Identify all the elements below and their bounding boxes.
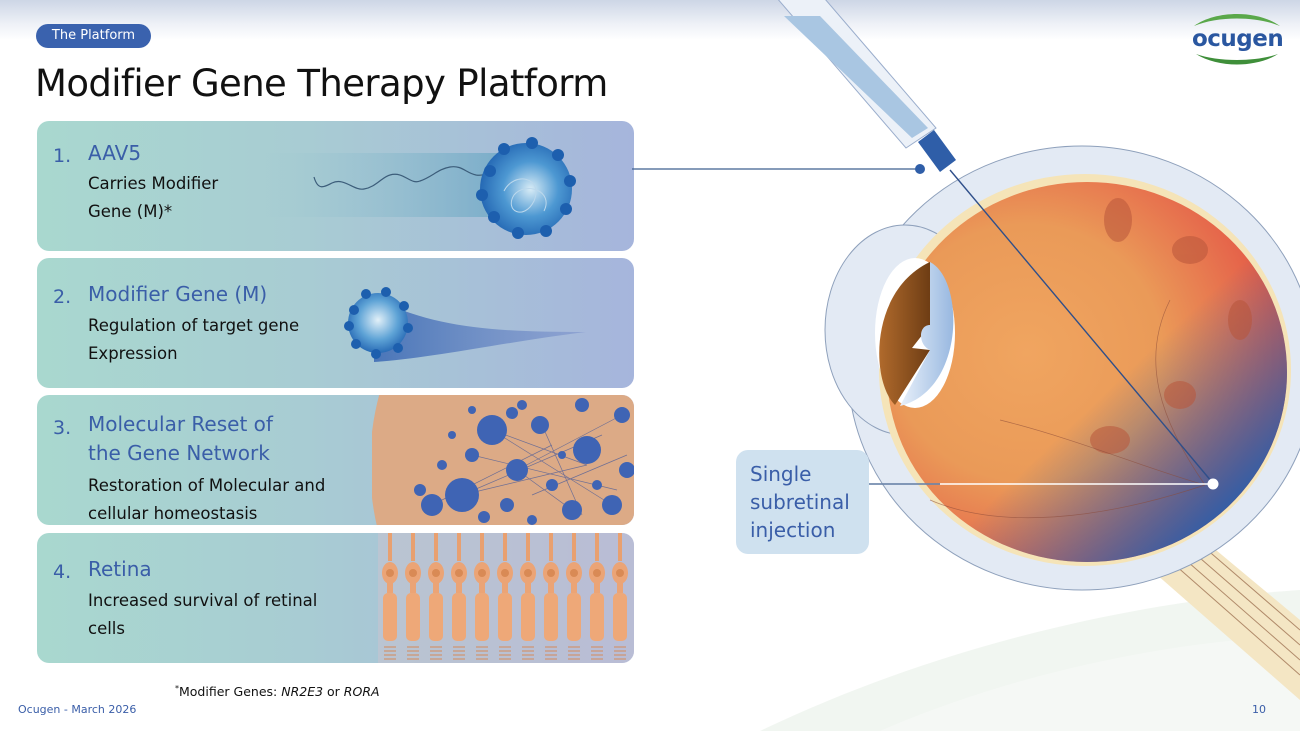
step-description-line: Carries Modifier bbox=[88, 174, 219, 193]
retinal-lesions bbox=[1090, 198, 1252, 454]
photoreceptor-cell bbox=[451, 533, 467, 660]
section-label-pill: The Platform bbox=[36, 24, 151, 48]
step-description-line: Regulation of target gene bbox=[88, 316, 300, 335]
callout-line: Single bbox=[750, 462, 812, 486]
callout-line: injection bbox=[750, 518, 836, 542]
photoreceptor-cell bbox=[382, 533, 398, 660]
lens bbox=[900, 262, 954, 406]
step-title: Retina bbox=[88, 557, 152, 581]
logo-swoosh-icon bbox=[1194, 14, 1280, 65]
page-number: 10 bbox=[1252, 703, 1266, 716]
step-number: 4. bbox=[53, 561, 72, 583]
step-title: Modifier Gene (M) bbox=[88, 282, 268, 306]
photoreceptor-cell bbox=[589, 533, 605, 660]
photoreceptor-cell bbox=[405, 533, 421, 660]
gene-name: NR2E3 bbox=[281, 684, 324, 700]
injection-callout: Single subretinal injection bbox=[736, 450, 869, 554]
footnote: *Modifier Genes: NR2E3 or RORA bbox=[175, 684, 380, 699]
step-description-line: Gene (M)* bbox=[88, 202, 173, 221]
ocugen-logo: ocugen bbox=[1186, 12, 1286, 68]
photoreceptor-cells-illustration bbox=[378, 533, 634, 663]
step-description-line: Expression bbox=[88, 344, 178, 363]
retina-blue-region bbox=[887, 182, 1287, 562]
gene-name: RORA bbox=[343, 684, 380, 700]
step-description-line: Restoration of Molecular and bbox=[88, 476, 326, 495]
step-number: 1. bbox=[53, 145, 72, 167]
photoreceptor-cell bbox=[566, 533, 582, 660]
photoreceptor-cell bbox=[428, 533, 444, 660]
photoreceptor-cell bbox=[497, 533, 513, 660]
step-card-gene-network: 3. Molecular Reset of the Gene Network R… bbox=[37, 395, 634, 525]
photoreceptor-cell bbox=[520, 533, 536, 660]
photoreceptor-cell bbox=[543, 533, 559, 660]
footnote-marker: * bbox=[175, 684, 179, 693]
capsid-icon bbox=[476, 137, 576, 239]
footnote-prefix: Modifier Genes: bbox=[179, 684, 282, 700]
step-title-line-2: the Gene Network bbox=[88, 441, 270, 465]
step-description-line: Increased survival of retinal bbox=[88, 591, 318, 610]
injection-site-dot bbox=[1207, 478, 1219, 490]
step-description-line: cellular homeostasis bbox=[88, 504, 258, 523]
aav5-capsid-illustration bbox=[254, 137, 576, 239]
step-card-modifier-gene: 2. Modifier Gene (M) Regulation of targe… bbox=[37, 258, 634, 388]
callout-line: subretinal bbox=[750, 490, 850, 514]
retinal-vessels bbox=[929, 299, 1206, 519]
step-card-retina: 4. Retina Increased survival of retinal … bbox=[37, 533, 634, 663]
photoreceptor-cell bbox=[474, 533, 490, 660]
capsid-icon bbox=[344, 287, 413, 359]
gene-network-illustration bbox=[372, 395, 634, 525]
iris bbox=[879, 262, 930, 405]
step-title: Molecular Reset of bbox=[88, 412, 273, 436]
modifier-gene-illustration bbox=[344, 287, 586, 362]
step-title: AAV5 bbox=[88, 141, 142, 165]
syringe-icon bbox=[777, 0, 1213, 483]
connector-dot bbox=[915, 164, 925, 174]
top-gradient-band bbox=[0, 0, 1300, 40]
step-description-line: cells bbox=[88, 619, 125, 638]
footnote-joiner: or bbox=[323, 684, 344, 700]
page-title: Modifier Gene Therapy Platform bbox=[35, 62, 608, 105]
step-number: 2. bbox=[53, 286, 72, 308]
step-number: 3. bbox=[53, 417, 72, 439]
photoreceptor-cell bbox=[612, 533, 628, 660]
footer-date: Ocugen - March 2026 bbox=[18, 703, 137, 716]
logo-text: ocugen bbox=[1192, 26, 1284, 52]
step-card-aav5: 1. AAV5 Carries Modifier Gene (M)* bbox=[37, 121, 634, 251]
